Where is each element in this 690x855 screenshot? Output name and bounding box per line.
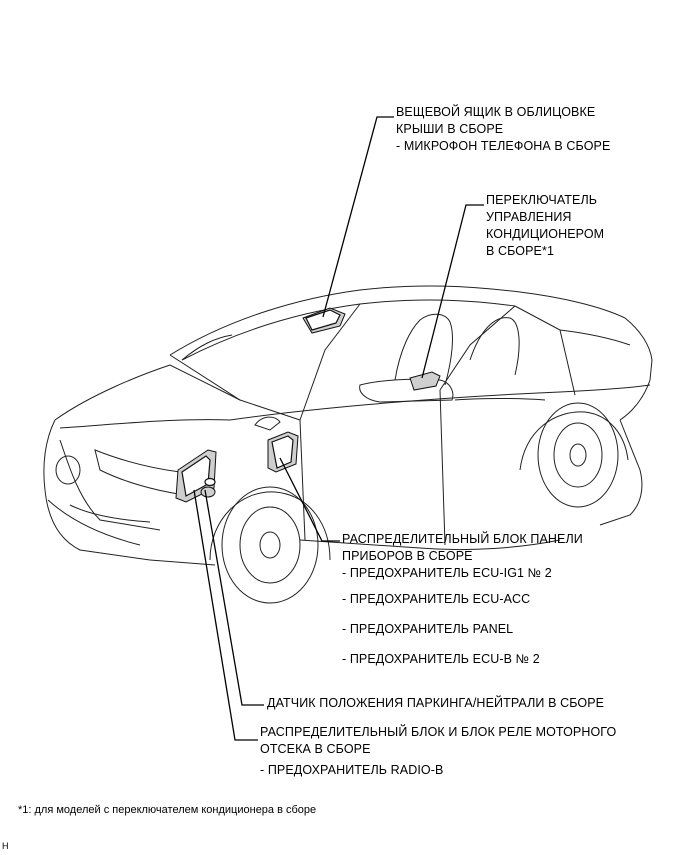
ipjb-fuse-1: - ПРЕДОХРАНИТЕЛЬ ECU-IG1 № 2 bbox=[342, 566, 552, 580]
leader-lines bbox=[193, 116, 484, 741]
ipjb-title-line2: ПРИБОРОВ В СБОРЕ bbox=[342, 549, 473, 563]
engine-jb-fuse: - ПРЕДОХРАНИТЕЛЬ RADIO-B bbox=[260, 763, 444, 777]
car-outline bbox=[43, 285, 653, 604]
ipjb-fuse-4: - ПРЕДОХРАНИТЕЛЬ ECU-B № 2 bbox=[342, 652, 540, 666]
ipjb-fuse-2: - ПРЕДОХРАНИТЕЛЬ ECU-ACC bbox=[342, 592, 531, 606]
overhead-box-title-line1: ВЕЩЕВОЙ ЯЩИК В ОБЛИЦОВКЕ bbox=[396, 105, 596, 119]
overhead-box-sub: - МИКРОФОН ТЕЛЕФОНА В СБОРЕ bbox=[396, 139, 611, 153]
engine-jb-title-line2: ОТСЕКА В СБОРЕ bbox=[260, 742, 371, 756]
park-sensor-label: ДАТЧИК ПОЛОЖЕНИЯ ПАРКИНГА/НЕЙТРАЛИ В СБО… bbox=[267, 696, 605, 710]
overhead-box-label: ВЕЩЕВОЙ ЯЩИК В ОБЛИЦОВКЕ КРЫШИ В СБОРЕ -… bbox=[396, 104, 610, 155]
ac-switch-line3: КОНДИЦИОНЕРОМ bbox=[486, 227, 605, 241]
ac-switch-line2: УПРАВЛЕНИЯ bbox=[486, 210, 572, 224]
ac-switch-line1: ПЕРЕКЛЮЧАТЕЛЬ bbox=[486, 193, 598, 207]
ipjb-title-line1: РАСПРЕДЕЛИТЕЛЬНЫЙ БЛОК ПАНЕЛИ bbox=[342, 532, 583, 546]
overhead-box-title-line2: КРЫШИ В СБОРЕ bbox=[396, 122, 504, 136]
footnote: *1: для моделей с переключателем кондици… bbox=[18, 804, 317, 816]
corner-mark: H bbox=[2, 841, 9, 851]
ac-switch-label: ПЕРЕКЛЮЧАТЕЛЬ УПРАВЛЕНИЯ КОНДИЦИОНЕРОМ В… bbox=[486, 192, 604, 260]
engine-jb-label: РАСПРЕДЕЛИТЕЛЬНЫЙ БЛОК И БЛОК РЕЛЕ МОТОР… bbox=[260, 724, 616, 758]
ac-switch-part bbox=[409, 371, 441, 391]
ac-switch-line4: В СБОРЕ*1 bbox=[486, 244, 555, 258]
park-neutral-sensor-part bbox=[200, 477, 216, 498]
engine-jb-title-line1: РАСПРЕДЕЛИТЕЛЬНЫЙ БЛОК И БЛОК РЕЛЕ МОТОР… bbox=[260, 725, 617, 739]
ipjb-label: РАСПРЕДЕЛИТЕЛЬНЫЙ БЛОК ПАНЕЛИ ПРИБОРОВ В… bbox=[342, 531, 583, 582]
instrument-panel-jb-part bbox=[267, 431, 299, 473]
ipjb-fuse-3: - ПРЕДОХРАНИТЕЛЬ PANEL bbox=[342, 622, 514, 636]
